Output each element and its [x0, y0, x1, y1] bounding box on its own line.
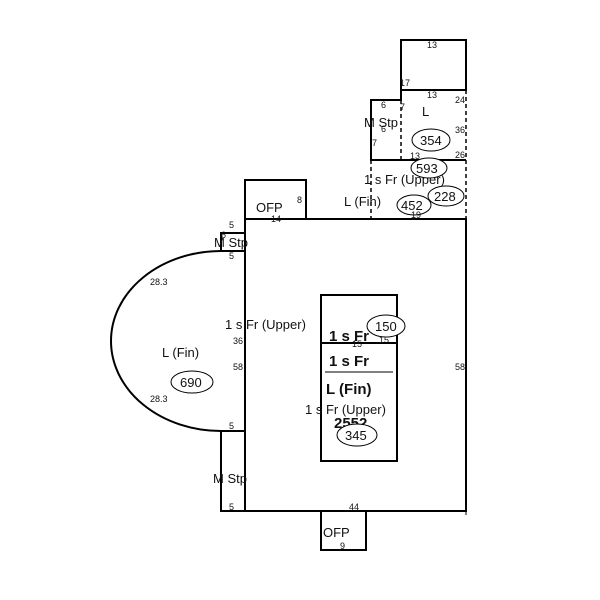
dim-8: 8: [297, 195, 302, 205]
area-593: 593: [416, 161, 438, 176]
area-150: 150: [375, 319, 397, 334]
fr-upper-main-label: 1 s Fr (Upper): [225, 317, 306, 332]
ofp-bottom-walls: [320, 511, 367, 551]
dim-13-top: 13: [427, 40, 437, 50]
fr-upper-inner-label: 1 s Fr (Upper): [305, 402, 386, 417]
area-345: 345: [345, 428, 367, 443]
ofp-bottom-label: OFP: [323, 525, 350, 540]
dim-6-a: 6: [381, 100, 386, 110]
dim-36-mid: 36: [233, 336, 243, 346]
area-690: 690: [180, 375, 202, 390]
ofp-top-walls: [244, 179, 307, 219]
dim-7-a: 7: [400, 102, 405, 112]
dim-28-3-top: 28.3: [150, 277, 168, 287]
mstp-top-walls: [220, 232, 245, 252]
mstp-bottom-walls: [220, 430, 245, 512]
dim-44: 44: [349, 502, 359, 512]
area-oval-228: [427, 185, 465, 207]
dim-24: 24: [455, 95, 465, 105]
inner-1sfr-a: 1 s Fr: [329, 328, 369, 345]
mstp-top-label: M Stp: [364, 115, 398, 130]
dim-9: 9: [340, 541, 345, 551]
dim-6-c: 6: [221, 230, 226, 240]
dim-36-r: 36: [455, 125, 465, 135]
dim-5-d: 5: [229, 502, 234, 512]
dim-19: 19: [411, 210, 421, 220]
dim-7-b: 7: [372, 138, 377, 148]
dim-5-a: 5: [229, 220, 234, 230]
inner-lfin: L (Fin): [326, 381, 372, 398]
dim-15-a: 15: [379, 335, 389, 345]
mstp-left-label: M Stp: [214, 235, 248, 250]
dim-5-c: 5: [229, 421, 234, 431]
dim-58-right: 58: [455, 362, 465, 372]
area-oval-690: [170, 370, 214, 394]
main-wall-top: [245, 218, 467, 512]
dim-58-left: 58: [233, 362, 243, 372]
dim-5-b: 5: [229, 251, 234, 261]
l-fin-bay-label: L (Fin): [162, 345, 199, 360]
inner-room: [320, 294, 398, 462]
area-oval-150: [366, 314, 406, 338]
inner-1sfr-b: 1 s Fr: [329, 353, 369, 370]
l-room-left-wall: [370, 90, 466, 161]
dim-15-b: 15: [352, 339, 362, 349]
dim-14: 14: [271, 214, 281, 224]
mstp-bottom-label: M Stp: [213, 471, 247, 486]
l-top-label: L: [422, 104, 429, 119]
area-354: 354: [420, 133, 442, 148]
bay-window-arc: [110, 250, 222, 432]
area-oval-354: [411, 128, 451, 152]
area-oval-593: [410, 157, 448, 179]
dim-28-3-bot: 28.3: [150, 394, 168, 404]
area-oval-345: [336, 423, 378, 447]
ofp-top-label: OFP: [256, 200, 283, 215]
area-oval-452: [396, 194, 432, 216]
dim-17: 17: [400, 78, 410, 88]
area-228: 228: [434, 189, 456, 204]
dim-26: 26: [455, 150, 465, 160]
area-452: 452: [401, 198, 423, 213]
dim-6-b: 6: [381, 124, 386, 134]
dim-13-b: 13: [427, 90, 437, 100]
dim-13-c: 13: [410, 151, 420, 161]
l-fin-upper-label: L (Fin): [344, 194, 381, 209]
